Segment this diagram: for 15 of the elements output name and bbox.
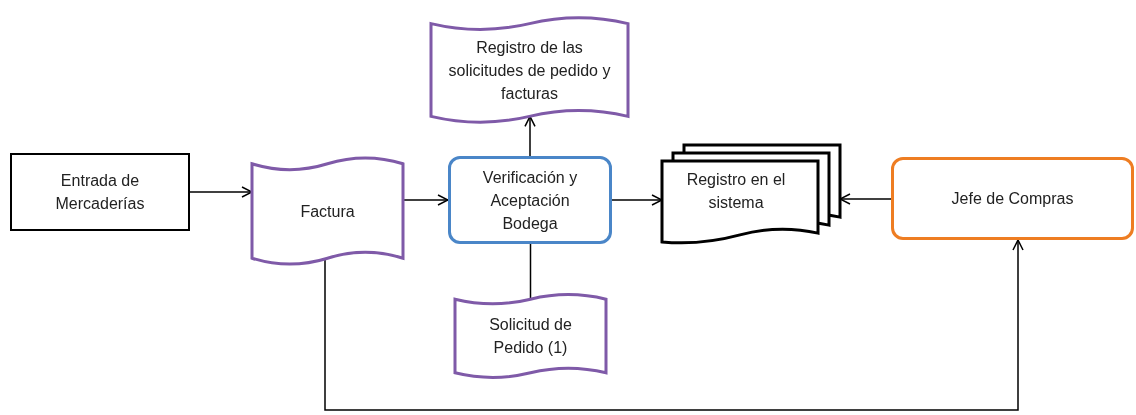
process-box: [10, 153, 190, 231]
arrow: [611, 194, 663, 206]
arrow: [189, 186, 253, 198]
arrow: [324, 239, 1024, 411]
arrow: [524, 115, 536, 157]
node-label: Factura: [299, 201, 356, 222]
rounded-process-box: [891, 157, 1134, 240]
node-label: Registro de las solicitudes de pedido y facturas: [447, 37, 612, 104]
node-label: Entrada de Mercaderías: [54, 171, 146, 214]
node-label: Registro en el sistema: [685, 169, 787, 213]
rounded-process-box: [448, 156, 612, 244]
node-label: Verificación y Aceptación Bodega: [481, 167, 579, 234]
punched-tape-shape: [455, 290, 606, 382]
node-label: Jefe de Compras: [950, 189, 1075, 209]
node-label: Solicitud de Pedido (1): [488, 315, 573, 358]
